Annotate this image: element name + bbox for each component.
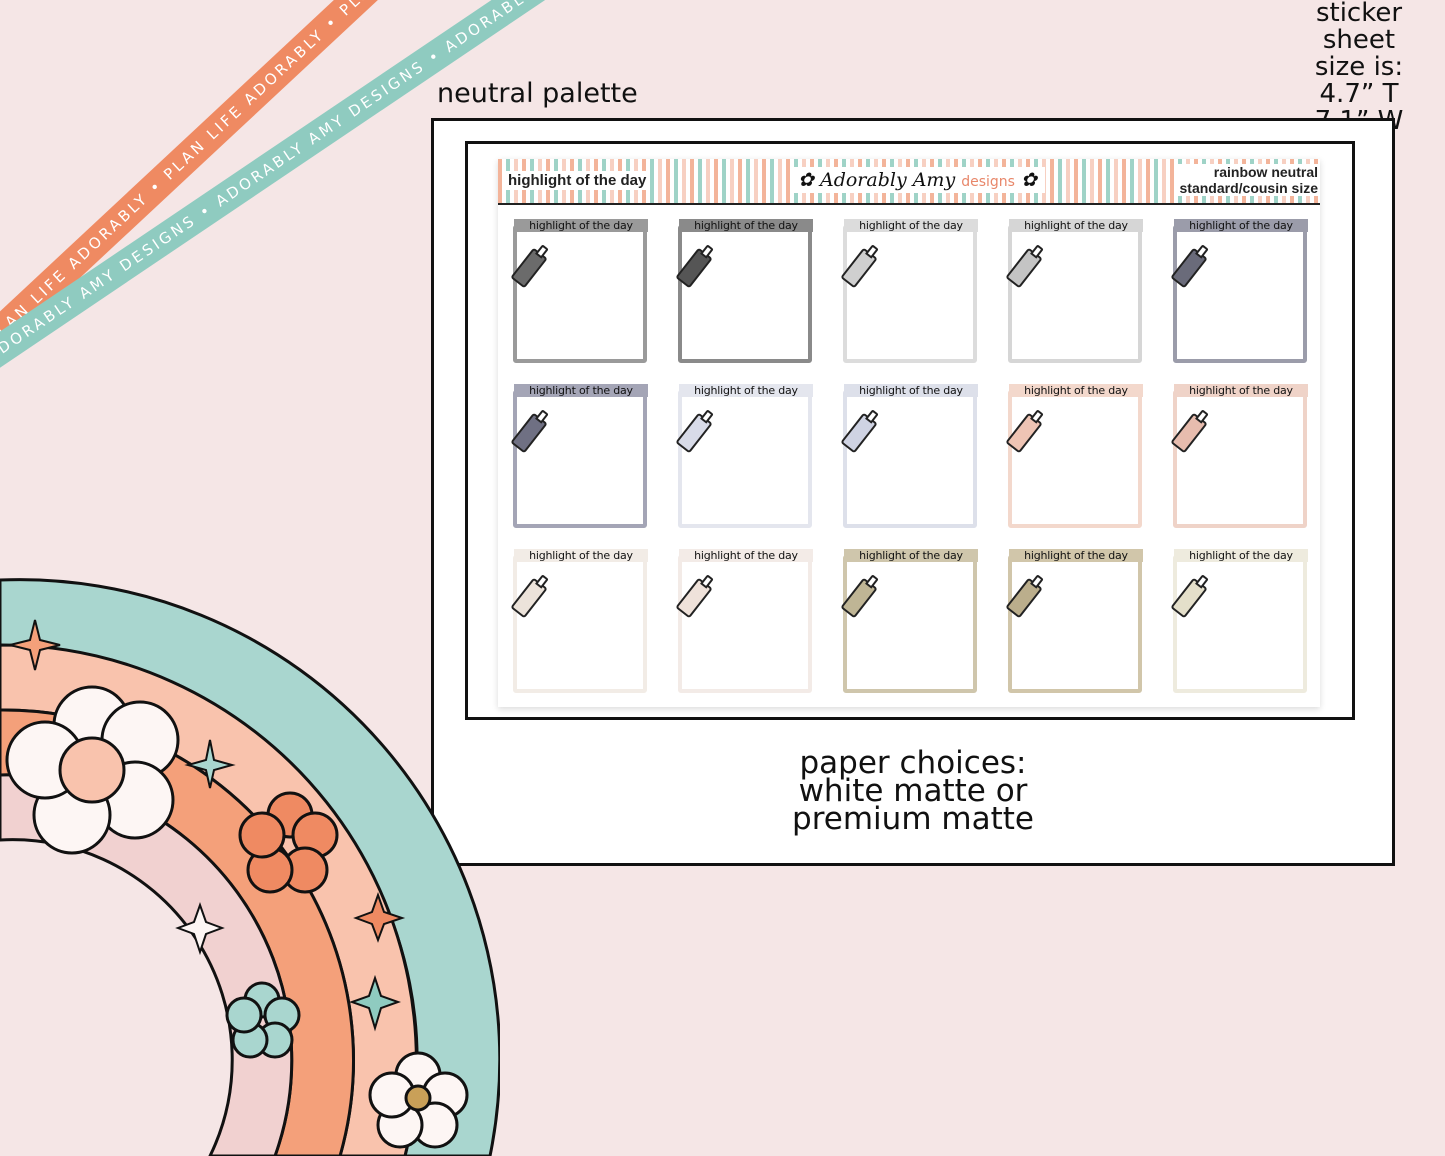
sticker-sheet-frame: highlight of the day ✿ Adorably Amy desi… xyxy=(465,141,1355,720)
sticker-label: highlight of the day xyxy=(844,219,978,232)
size-info: sticker sheet size is: 4.7” T 7.1” W xyxy=(1279,0,1439,135)
sticker-box xyxy=(513,390,647,528)
sticker-box xyxy=(678,390,812,528)
sticker-box xyxy=(513,555,647,693)
sticker-box xyxy=(843,225,977,363)
sticker-box xyxy=(1008,225,1142,363)
sparkle-icon xyxy=(175,901,225,956)
sticker-label: highlight of the day xyxy=(1174,219,1308,232)
brand-logo-script: Adorably Amy xyxy=(819,169,956,191)
sticker-box xyxy=(1008,390,1142,528)
highlight-sticker: highlight of the day xyxy=(840,219,990,363)
sheet-size: standard/cousin size xyxy=(1179,180,1318,196)
highlight-sticker: highlight of the day xyxy=(840,384,990,528)
sticker-grid: highlight of the day highlight of the day… xyxy=(510,219,1310,693)
sheet-header-title: highlight of the day xyxy=(504,171,651,190)
sticker-box xyxy=(678,555,812,693)
paper-choices-option2: premium matte xyxy=(792,801,1034,837)
flower-icon: ✿ xyxy=(1021,169,1037,191)
sticker-label: highlight of the day xyxy=(844,549,978,562)
sticker-label: highlight of the day xyxy=(514,384,648,397)
highlight-sticker: highlight of the day xyxy=(510,549,660,693)
rainbow-illustration xyxy=(0,578,500,1156)
sticker-label: highlight of the day xyxy=(514,549,648,562)
highlight-sticker: highlight of the day xyxy=(510,384,660,528)
flower-icon xyxy=(238,791,339,894)
highlight-sticker: highlight of the day xyxy=(510,219,660,363)
paper-choices-title: paper choices: xyxy=(799,745,1027,781)
daisy-icon xyxy=(368,1051,469,1149)
sticker-label: highlight of the day xyxy=(844,384,978,397)
daisy-icon xyxy=(5,685,180,855)
sparkle-icon xyxy=(353,891,406,943)
highlight-sticker: highlight of the day xyxy=(1005,384,1155,528)
sheet-header: highlight of the day ✿ Adorably Amy desi… xyxy=(498,159,1320,205)
highlight-sticker: highlight of the day xyxy=(675,219,825,363)
sticker-label: highlight of the day xyxy=(1009,219,1143,232)
sticker-label: highlight of the day xyxy=(1009,384,1143,397)
sticker-label: highlight of the day xyxy=(1174,549,1308,562)
size-info-height: 4.7” T xyxy=(1319,79,1399,109)
sticker-label: highlight of the day xyxy=(1009,549,1143,562)
brand-logo: ✿ Adorably Amy designs ✿ xyxy=(790,167,1045,193)
sticker-box xyxy=(1173,390,1307,528)
sheet-collection: rainbow neutral xyxy=(1213,164,1318,180)
sparkle-icon xyxy=(184,739,236,789)
sparkle-icon xyxy=(348,974,402,1032)
highlight-sticker: highlight of the day xyxy=(1170,549,1320,693)
highlight-sticker: highlight of the day xyxy=(840,549,990,693)
highlight-sticker: highlight of the day xyxy=(1005,219,1155,363)
paper-choices-option1: white matte or xyxy=(798,773,1028,809)
highlight-sticker: highlight of the day xyxy=(1170,219,1320,363)
sticker-box xyxy=(1008,555,1142,693)
sticker-sheet: highlight of the day ✿ Adorably Amy desi… xyxy=(498,159,1320,707)
size-info-subtitle: size is: xyxy=(1314,52,1404,82)
sticker-label: highlight of the day xyxy=(679,219,813,232)
highlight-sticker: highlight of the day xyxy=(1005,549,1155,693)
size-info-title: sticker sheet xyxy=(1315,0,1403,55)
flower-icon xyxy=(225,981,301,1059)
highlight-sticker: highlight of the day xyxy=(1170,384,1320,528)
highlight-sticker: highlight of the day xyxy=(675,384,825,528)
sticker-label: highlight of the day xyxy=(514,219,648,232)
sticker-label: highlight of the day xyxy=(679,384,813,397)
sticker-box xyxy=(513,225,647,363)
sticker-box xyxy=(678,225,812,363)
product-frame: highlight of the day ✿ Adorably Amy desi… xyxy=(431,118,1395,866)
sparkle-icon xyxy=(9,619,61,671)
highlight-sticker: highlight of the day xyxy=(675,549,825,693)
flower-icon: ✿ xyxy=(798,169,814,191)
sticker-box xyxy=(1173,555,1307,693)
sticker-box xyxy=(843,555,977,693)
sticker-box xyxy=(1173,225,1307,363)
sheet-header-info: rainbow neutral standard/cousin size xyxy=(1177,164,1320,196)
sticker-label: highlight of the day xyxy=(679,549,813,562)
sticker-box xyxy=(843,390,977,528)
paper-choices: paper choices: white matte or premium ma… xyxy=(434,745,1392,837)
palette-label: neutral palette xyxy=(437,78,638,109)
brand-logo-word: designs xyxy=(961,174,1015,190)
sticker-label: highlight of the day xyxy=(1174,384,1308,397)
